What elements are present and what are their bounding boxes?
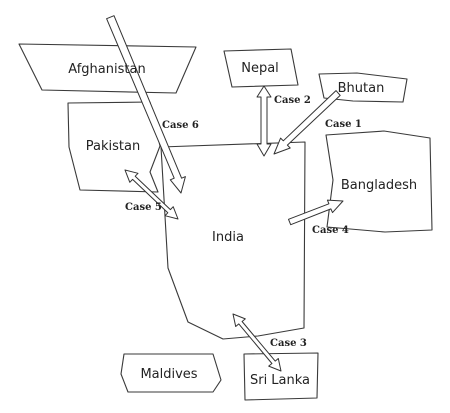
nepal-label: Nepal	[241, 61, 279, 76]
case2-label: Case 2	[274, 95, 311, 106]
case4-arrow	[288, 199, 344, 226]
case1-arrow	[273, 90, 341, 155]
pakistan-label: Pakistan	[86, 139, 140, 154]
india-label: India	[212, 230, 244, 245]
case3-label: Case 3	[270, 338, 307, 349]
case2-arrow	[256, 85, 272, 157]
sri-lanka-label: Sri Lanka	[250, 373, 310, 388]
nepal-shape	[223, 48, 299, 88]
afghanistan-label: Afghanistan	[68, 62, 145, 77]
sri-lanka-shape	[243, 352, 319, 401]
india-shape	[160, 141, 306, 340]
case6-label: Case 6	[162, 120, 199, 131]
case3-arrow	[232, 313, 282, 372]
bangladesh-shape	[325, 130, 433, 233]
bhutan-label: Bhutan	[338, 81, 385, 96]
relation-arrows	[106, 15, 344, 372]
case4-label: Case 4	[312, 225, 349, 236]
case5-arrow	[124, 169, 179, 220]
bhutan-shape	[318, 72, 408, 103]
bangladesh-label: Bangladesh	[341, 178, 417, 193]
case1-label: Case 1	[325, 119, 362, 130]
afghanistan-shape	[18, 43, 197, 94]
maldives-label: Maldives	[140, 367, 197, 382]
case6-arrow	[106, 15, 186, 194]
case5-label: Case 5	[125, 202, 162, 213]
maldives-shape	[120, 353, 222, 393]
